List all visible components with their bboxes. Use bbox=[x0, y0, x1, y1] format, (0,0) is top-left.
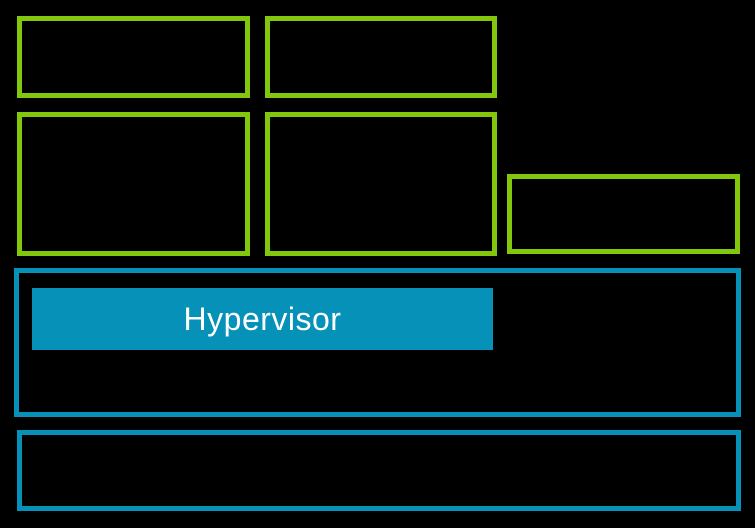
hypervisor-filled-box: Hypervisor bbox=[32, 288, 493, 350]
green-outlined-box-row2-right-offset bbox=[507, 174, 740, 254]
bottom-outlined-box bbox=[17, 430, 741, 511]
green-outlined-box-row2-left bbox=[17, 112, 250, 256]
green-outlined-box-row2-middle bbox=[265, 112, 497, 256]
green-outlined-box-row1-left bbox=[17, 16, 250, 98]
green-outlined-box-row1-right bbox=[265, 16, 497, 98]
hypervisor-label: Hypervisor bbox=[183, 301, 342, 337]
hypervisor-container-box bbox=[14, 268, 741, 417]
